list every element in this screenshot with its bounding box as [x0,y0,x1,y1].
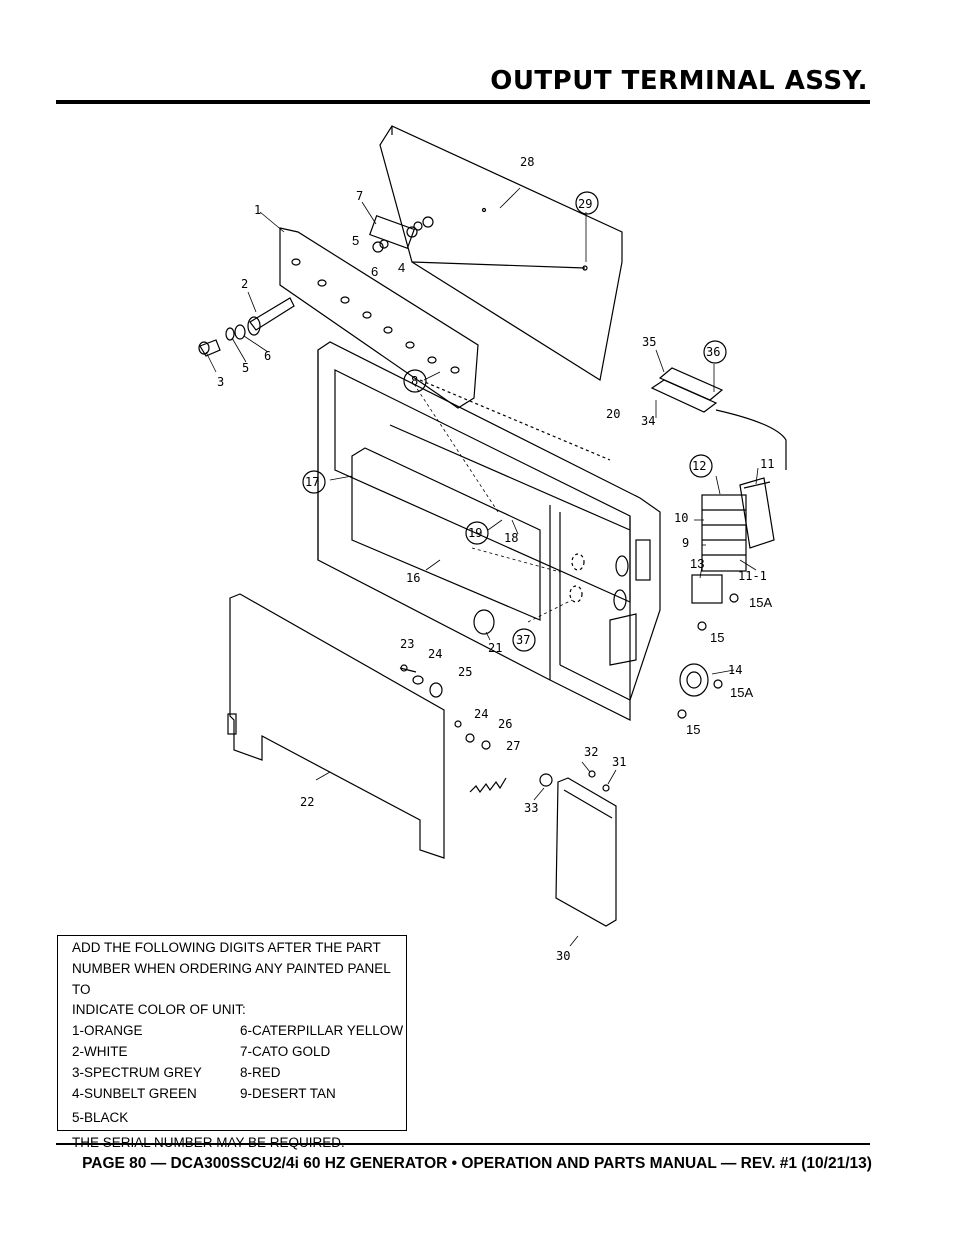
callout-8: 8 [411,374,418,388]
callout-26: 26 [498,717,512,731]
callout-6-lower: 6 [264,349,271,363]
callout-5-lower: 5 [242,361,249,375]
callout-24-upper: 24 [428,647,442,661]
callout-20: 20 [606,407,620,421]
color-row: 2-WHITE 7-CATO GOLD [72,1042,406,1063]
color-code: 8-RED [240,1064,281,1080]
callout-1: 1 [254,203,261,217]
callout-37: 37 [516,633,530,647]
callout-30: 30 [556,949,570,963]
parts-23-24-25 [399,664,443,698]
page-title: OUTPUT TERMINAL ASSY. [490,66,868,96]
callout-15a-upper: 15A [749,595,772,610]
parts-9-10-11-12-terminal-block [701,477,775,572]
callout-11: 11 [760,457,774,471]
control-box-frame [317,341,661,721]
color-code: 9-DESERT TAN [240,1085,336,1101]
part-1-terminal-plate [279,227,479,409]
callout-34: 34 [641,414,655,428]
color-row: 3-SPECTRUM GREY 8-RED [72,1063,406,1084]
part-16-inner-panel [351,447,541,621]
callout-28: 28 [520,155,534,169]
callout-25: 25 [458,665,472,679]
callout-22: 22 [300,795,314,809]
color-code: 7-CATO GOLD [240,1043,331,1059]
color-code: 4-SUNBELT GREEN [72,1085,197,1101]
part-22-door-panel [227,593,462,859]
callout-5: 5 [352,233,359,248]
callout-7: 7 [356,189,363,203]
color-code: 1-ORANGE [72,1023,143,1039]
callout-29: 29 [578,197,592,211]
callout-circles [302,191,727,652]
callout-27: 27 [506,739,520,753]
callout-6: 6 [371,264,378,279]
serial-number-note: THE SERIAL NUMBER MAY BE REQUIRED. [72,1133,406,1154]
callout-31: 31 [612,755,626,769]
callout-36: 36 [706,345,720,359]
header-rule [56,100,870,104]
color-row: 1-ORANGE 6-CATERPILLAR YELLOW [72,1021,406,1042]
callout-15-upper: 15 [710,630,724,645]
page-footer: PAGE 80 — DCA300SSCU2/4i 60 HZ GENERATOR… [82,1155,872,1172]
callout-24-lower: 24 [474,707,488,721]
callout-10: 10 [674,511,688,525]
part-28-top-cover [379,125,623,381]
color-code: 3-SPECTRUM GREY [72,1064,202,1080]
callout-15a-lower: 15A [730,685,753,700]
callout-23: 23 [400,637,414,651]
footer-rule [56,1143,870,1145]
callout-9: 9 [682,536,689,550]
parts-34-35-brackets [650,367,787,470]
color-code: 6-CATERPILLAR YELLOW [240,1023,404,1039]
note-intro-line-2: NUMBER WHEN ORDERING ANY PAINTED PANEL T… [72,960,391,997]
callout-35: 35 [642,335,656,349]
callout-11-1: 11-1 [738,569,767,583]
callout-2: 2 [241,277,248,291]
color-code: 2-WHITE [72,1043,128,1059]
callout-14: 14 [728,663,742,677]
part-13-relay [691,574,739,604]
callout-12: 12 [692,459,706,473]
note-intro-line-1: ADD THE FOLLOWING DIGITS AFTER THE PART [72,940,381,955]
part-30-side-cover [539,770,617,927]
callout-4: 4 [398,260,405,275]
callout-3: 3 [217,375,224,389]
note-intro-line-3: INDICATE COLOR OF UNIT: [72,1002,246,1018]
color-row: 4-SUNBELT GREEN 9-DESERT TAN [72,1084,406,1105]
callout-15-lower: 15 [686,722,700,737]
leader-lines [205,187,759,947]
parts-4-5-6-7-studs [369,214,434,253]
part-21-grommet [473,609,495,635]
callout-21: 21 [488,641,502,655]
callout-32: 32 [584,745,598,759]
callout-33: 33 [524,801,538,815]
color-code-black: 5-BLACK [72,1110,129,1126]
parts-2-3-5-6-bolt [198,297,295,357]
callout-16: 16 [406,571,420,585]
callout-17: 17 [305,475,319,489]
part-14-receptacle [677,621,723,719]
callout-19: 19 [468,526,482,540]
callout-13: 13 [690,556,704,571]
callout-18: 18 [504,531,518,545]
paint-color-note: ADD THE FOLLOWING DIGITS AFTER THE PART … [57,935,407,1150]
parts-24-26-27-spring [465,733,507,794]
